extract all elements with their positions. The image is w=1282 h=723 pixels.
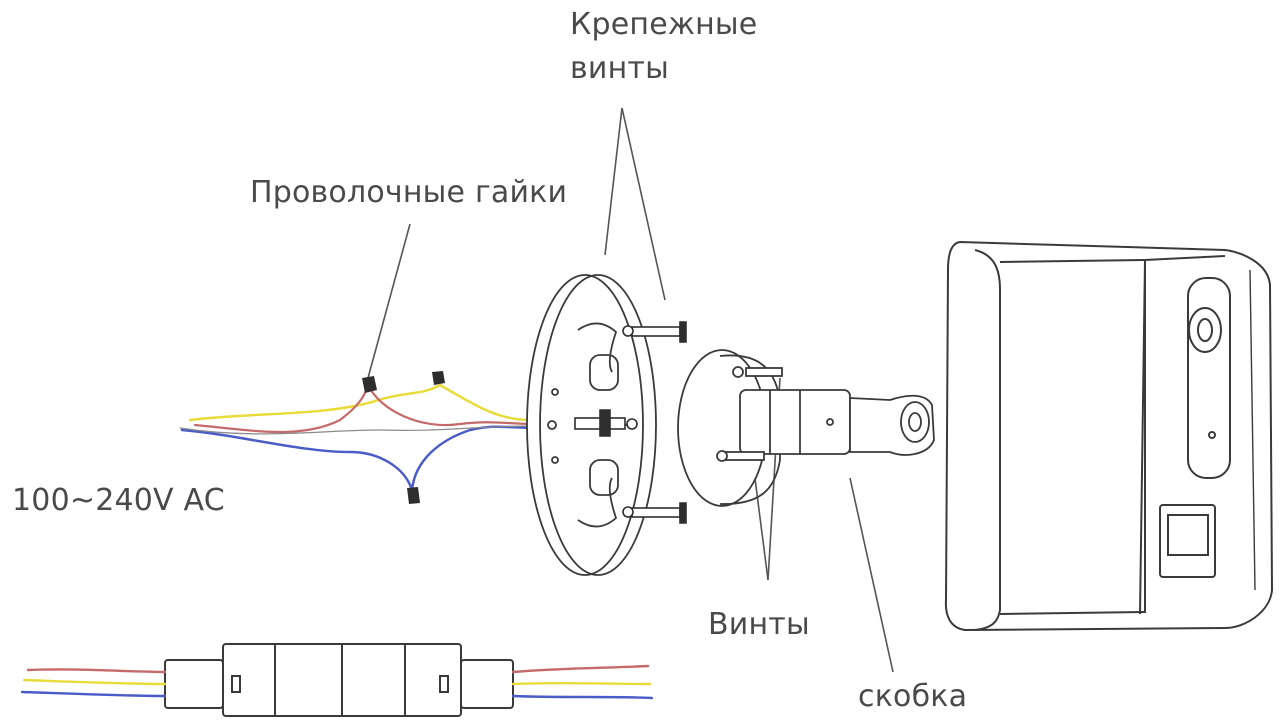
leader-mount-screw-a [604, 107, 623, 256]
leader-wire-nuts [367, 223, 411, 379]
wire-yellow-2 [438, 383, 532, 422]
leader-mount-screw-b [621, 107, 666, 301]
wire-nut-icon [362, 371, 445, 504]
wire-red [193, 383, 370, 434]
bracket-arm-icon [677, 349, 935, 507]
light-fixture-icon [944, 240, 1274, 632]
label-wire-nuts: Проволочные гайки [250, 175, 568, 210]
wire-red-2 [366, 383, 534, 427]
leader-bracket [849, 477, 894, 673]
label-mounting-screws-line2: винты [570, 51, 669, 86]
wire-blue-2 [410, 425, 536, 492]
connector-wires [20, 664, 654, 700]
label-bracket: скобка [858, 679, 968, 714]
screw-icon [574, 321, 687, 524]
junction-connector-icon [164, 643, 514, 717]
label-mounting-screws-line1: Крепежные [570, 7, 758, 42]
label-screws: Винты [708, 607, 810, 642]
main-wires [179, 383, 536, 492]
label-voltage: 100~240V AC [12, 483, 225, 518]
wire-blue [180, 428, 414, 492]
wire-grey [179, 425, 533, 435]
